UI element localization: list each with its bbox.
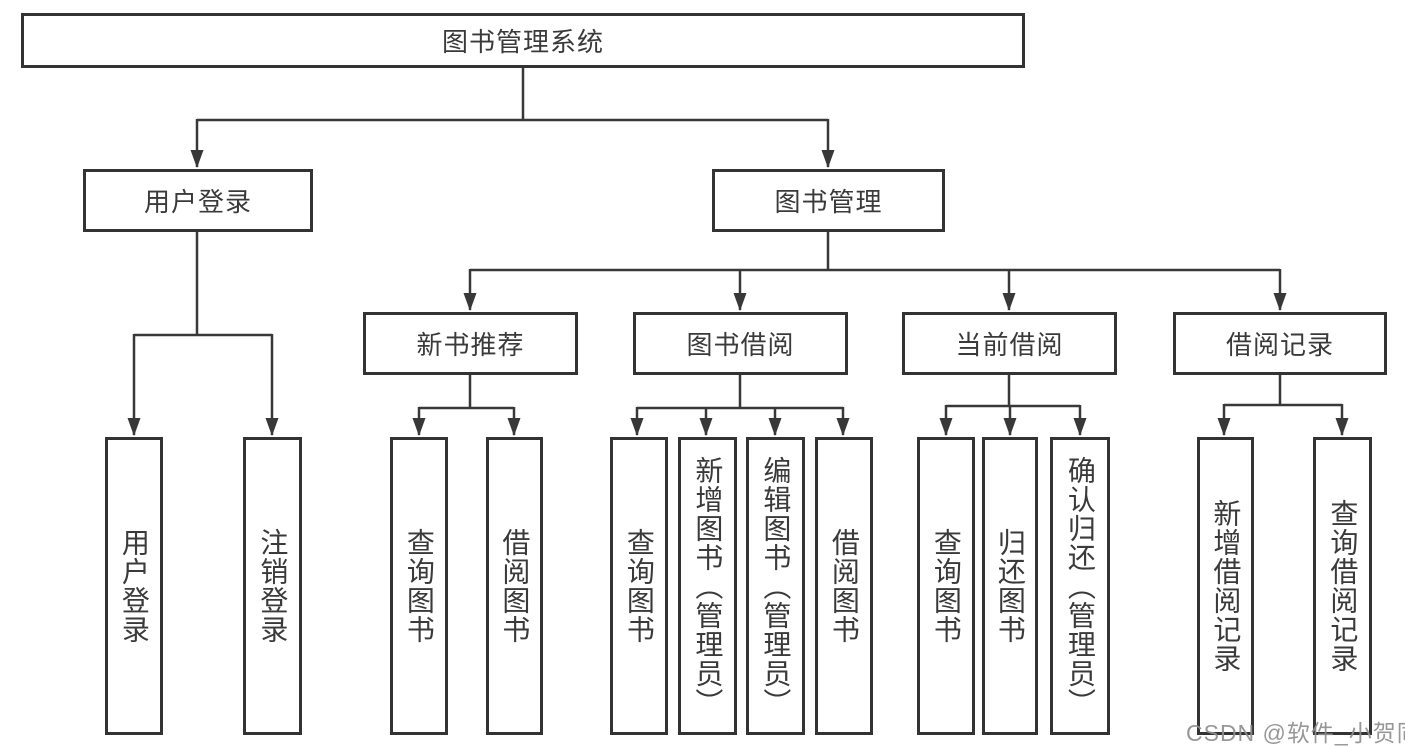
node-label: 当前借阅 bbox=[955, 330, 1064, 360]
leaf-edit-books-admin: 编辑图书（管理员） bbox=[746, 437, 805, 735]
csdn-watermark: CSDN @软件_小贺同学 bbox=[1186, 720, 1405, 746]
leaf-query-borrow-record: 查询借阅记录 bbox=[1313, 437, 1372, 735]
node-label: 编辑图书（管理员） bbox=[760, 455, 792, 717]
node-label: 图书管理 bbox=[774, 187, 883, 217]
leaf-add-books-admin: 新增图书（管理员） bbox=[678, 437, 737, 735]
node-label: 用户登录 bbox=[143, 187, 252, 217]
leaf-return-books: 归还图书 bbox=[982, 437, 1038, 735]
leaf-logout: 注销登录 bbox=[243, 437, 302, 735]
node-label: 图书借阅 bbox=[686, 330, 795, 360]
node-current-borrowing: 当前借阅 bbox=[902, 312, 1117, 375]
leaf-borrow-books-1: 借阅图书 bbox=[486, 437, 543, 735]
node-label: 注销登录 bbox=[257, 528, 289, 644]
node-borrowing-records: 借阅记录 bbox=[1173, 312, 1387, 375]
leaf-query-books-2: 查询图书 bbox=[610, 437, 668, 735]
node-label: 查询图书 bbox=[403, 528, 435, 644]
node-label: 用户登录 bbox=[118, 528, 150, 644]
node-label: 图书管理系统 bbox=[441, 27, 604, 57]
node-label: 归还图书 bbox=[994, 528, 1026, 644]
leaf-query-books-1: 查询图书 bbox=[390, 437, 448, 735]
node-label: 查询图书 bbox=[930, 528, 962, 644]
node-label: 借阅图书 bbox=[828, 528, 860, 644]
node-label: 确认归还（管理员） bbox=[1064, 455, 1096, 717]
leaf-user-login: 用户登录 bbox=[105, 437, 163, 735]
leaf-query-books-3: 查询图书 bbox=[917, 437, 975, 735]
node-root-system: 图书管理系统 bbox=[21, 13, 1025, 68]
node-new-book-recommend: 新书推荐 bbox=[363, 312, 578, 375]
leaf-confirm-return-admin: 确认归还（管理员） bbox=[1050, 437, 1110, 735]
leaf-borrow-books-2: 借阅图书 bbox=[815, 437, 873, 735]
node-label: 借阅记录 bbox=[1225, 330, 1334, 360]
node-label: 新增图书（管理员） bbox=[692, 455, 724, 717]
node-user-login-module: 用户登录 bbox=[83, 169, 313, 232]
node-book-management-module: 图书管理 bbox=[712, 169, 945, 232]
node-label: 新增借阅记录 bbox=[1210, 499, 1242, 673]
leaf-add-borrow-record: 新增借阅记录 bbox=[1197, 437, 1254, 735]
node-book-borrowing: 图书借阅 bbox=[633, 312, 848, 375]
node-label: 查询图书 bbox=[623, 528, 655, 644]
node-label: 查询借阅记录 bbox=[1327, 499, 1359, 673]
node-label: 新书推荐 bbox=[416, 330, 525, 360]
node-label: 借阅图书 bbox=[499, 528, 531, 644]
